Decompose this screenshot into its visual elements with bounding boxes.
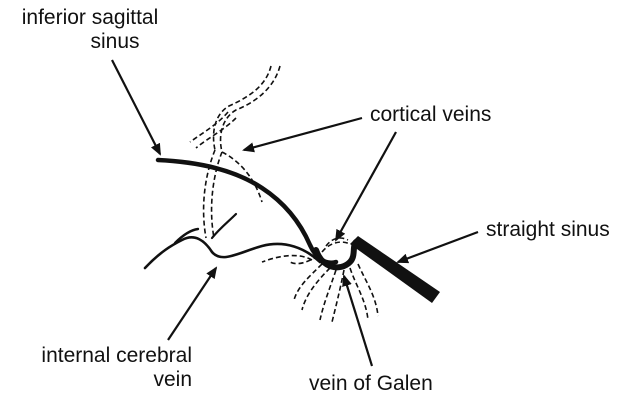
arrow-cortical-veins-upper xyxy=(244,118,362,150)
arrow-cortical-veins-lower xyxy=(336,132,396,240)
label-inferior-sagittal-sinus-line2: sinus xyxy=(8,30,172,54)
label-vein-of-galen: vein of Galen xyxy=(309,372,433,396)
cortical-vein-galen-2-pair xyxy=(302,268,330,310)
cortical-vein-galen-top-pair xyxy=(322,242,350,252)
cortical-veins-group xyxy=(190,66,378,322)
cortical-vein-galen-3-pair xyxy=(332,270,344,322)
cortical-vein-upper xyxy=(221,66,280,152)
label-internal-cerebral-vein: internal cerebral vein xyxy=(6,344,192,392)
label-internal-cerebral-vein-line2: vein xyxy=(6,368,192,392)
inferior-sagittal-sinus-vessel xyxy=(158,160,336,263)
arrow-inferior-sagittal-sinus xyxy=(112,60,160,154)
internal-cerebral-vein-branch xyxy=(175,229,198,243)
straight-sinus-vessel xyxy=(350,236,440,303)
arrow-straight-sinus xyxy=(398,232,478,262)
label-cortical-veins: cortical veins xyxy=(370,103,491,127)
cortical-vein-galen-4 xyxy=(350,268,368,320)
cortical-vein-galen-left xyxy=(262,256,312,262)
label-inferior-sagittal-sinus: inferior sagittal sinus xyxy=(8,6,172,54)
arrow-vein-of-galen xyxy=(344,276,372,366)
internal-cerebral-vein-tip xyxy=(212,214,236,238)
label-straight-sinus: straight sinus xyxy=(486,218,610,242)
cortical-vein-galen-4-pair xyxy=(358,264,378,316)
arrow-internal-cerebral-vein xyxy=(168,268,216,340)
label-inferior-sagittal-sinus-line1: inferior sagittal xyxy=(8,6,172,30)
cortical-vein-descending xyxy=(212,152,222,238)
cortical-vein-left-branch xyxy=(190,112,228,142)
label-internal-cerebral-vein-line1: internal cerebral xyxy=(6,344,192,368)
cortical-vein-descending-pair xyxy=(204,150,215,238)
